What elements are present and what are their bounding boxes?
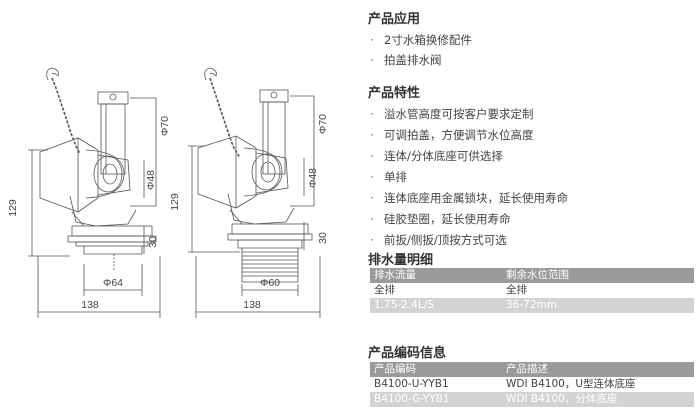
table-cell: 全排 [374,284,395,296]
drain-header-level: 剩余水位范围 [506,269,569,281]
feature-item: ·单排 [370,170,407,184]
table-row: 1.75-2.4L/S 36-72mm [370,298,694,313]
codes-table-header: 产品编码 产品描述 [370,362,694,377]
left-valve-drawing [28,67,161,318]
feature-item: ·连体/分体底座可供选择 [370,149,503,163]
drain-header-flow: 排水流量 [374,269,416,281]
table-cell: 1.75-2.4L/S [374,299,434,311]
left-hook [46,67,59,81]
left-h30-dim: 30 [147,236,159,248]
right-phi70-dim: Φ70 [317,114,329,134]
application-title: 产品应用 [368,12,421,27]
table-row: B4100-U-YYB1 WDI B4100，U型连体底座 [370,377,694,392]
left-phi48-dim: Φ48 [145,170,157,190]
left-phi64-dim: Φ64 [103,277,123,289]
table-cell: B4100-U-YYB1 [374,378,449,390]
codes-header-desc: 产品描述 [506,363,548,375]
left-height-dim: 129 [7,199,19,217]
feature-item-text: 溢水管高度可按客户要求定制 [384,107,534,121]
right-thread-base [241,248,299,283]
feature-item-text: 前扳/侧扳/顶按方式可选 [384,233,507,247]
drain-table-header: 排水流量 剩余水位范围 [370,268,694,283]
feature-item: ·硅胶垫圈，延长使用寿命 [370,212,511,226]
table-row: 全排 全排 [370,283,694,298]
feature-item-text: 可调拍盖，方便调节水位高度 [384,128,534,142]
codes-title: 产品编码信息 [368,346,447,361]
codes-table: 产品编码 产品描述 B4100-U-YYB1 WDI B4100，U型连体底座 … [370,362,694,407]
table-cell: 全排 [506,284,527,296]
feature-item: ·连体底座用金属锁块，延长使用寿命 [370,191,568,205]
left-phi70-dim: Φ70 [159,116,171,136]
left-width-dim: 138 [81,299,99,311]
right-height-dim: 129 [169,193,181,211]
table-cell: WDI B4100，分体底座 [506,393,618,405]
right-phi60-dim: Φ60 [260,277,280,289]
features-title: 产品特性 [368,86,421,101]
application-item: ·拍盖排水阀 [370,53,442,67]
right-hook [204,67,217,81]
feature-item-text: 单排 [384,170,407,184]
feature-item: ·前扳/侧扳/顶按方式可选 [370,233,507,247]
right-valve-drawing [188,67,321,318]
feature-item-text: 连体/分体底座可供选择 [384,149,503,163]
table-cell: WDI B4100，U型连体底座 [506,378,636,390]
product-info-panel: 产品应用 ·2寸水箱换修配件 ·拍盖排水阀 产品特性 ·溢水管高度可按客户要求定… [368,0,694,418]
table-cell: B4100-G-YYB1 [374,393,450,405]
left-chain [51,77,81,155]
application-item: ·2寸水箱换修配件 [370,33,472,47]
feature-item: ·可调拍盖，方便调节水位高度 [370,128,534,142]
feature-item-text: 硅胶垫圈，延长使用寿命 [384,212,511,226]
feature-item: ·溢水管高度可按客户要求定制 [370,107,534,121]
application-item-text: 2寸水箱换修配件 [384,33,472,47]
drain-table: 排水流量 剩余水位范围 全排 全排 1.75-2.4L/S 36-72mm [370,268,694,313]
codes-header-code: 产品编码 [374,363,416,375]
table-row: B4100-G-YYB1 WDI B4100，分体底座 [370,392,694,407]
right-phi48-dim: Φ48 [307,168,319,188]
application-item-text: 拍盖排水阀 [384,53,442,67]
right-h30-dim: 30 [317,232,329,244]
feature-item-text: 连体底座用金属锁块，延长使用寿命 [384,191,568,205]
drain-title: 排水量明细 [368,253,434,268]
right-width-dim: 138 [243,299,261,311]
table-cell: 36-72mm [506,299,557,311]
right-chain [209,77,241,159]
product-technical-drawing: 129 Φ70 Φ48 30 Φ64 138 129 Φ70 Φ48 30 Φ6… [7,67,329,318]
